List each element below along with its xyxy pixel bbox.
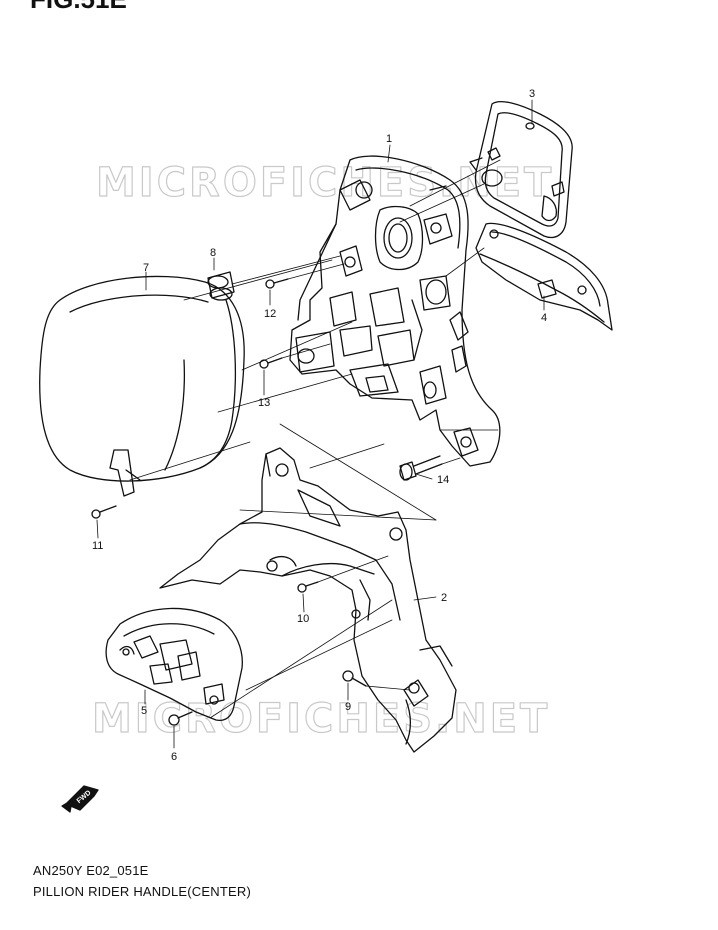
- callout-10: 10: [297, 613, 309, 625]
- part-10-screw: [297, 581, 319, 593]
- callout-leaders: [96, 99, 545, 749]
- part-11-screw: [91, 505, 117, 519]
- part-5-rear-cover: [105, 607, 243, 722]
- part-4-side-cover: [475, 222, 613, 331]
- part-3-panel-cover: [469, 100, 573, 239]
- callout-8: 8: [210, 247, 216, 259]
- callout-11: 11: [92, 540, 103, 552]
- assembly-guide-lines: [129, 159, 501, 719]
- callout-14: 14: [437, 474, 449, 486]
- part-14-bolt: [399, 455, 443, 481]
- callout-9: 9: [345, 701, 351, 713]
- callout-6: 6: [171, 751, 177, 763]
- part-8-grommet: [207, 271, 235, 301]
- callout-1: 1: [386, 133, 392, 145]
- part-13-screw: [259, 357, 283, 369]
- callout-12: 12: [264, 308, 276, 320]
- part-12-screw: [265, 278, 289, 289]
- callout-3: 3: [529, 88, 535, 100]
- part-7-backrest-pad: [39, 275, 245, 497]
- figure-code: AN250Y E02_051E: [33, 863, 149, 878]
- part-1-handle-bracket: [289, 155, 501, 467]
- watermark-bottom: MICROFICHES.NET: [92, 696, 550, 742]
- figure-caption: PILLION RIDER HANDLE(CENTER): [33, 884, 251, 899]
- part-2-mounting-frame: [159, 447, 457, 753]
- part-9-screw: [342, 670, 367, 687]
- callout-5: 5: [141, 705, 147, 717]
- callout-7: 7: [143, 262, 149, 274]
- part-6-screw: [168, 711, 193, 726]
- callout-13: 13: [258, 397, 270, 409]
- figure-title: FIG.51E: [30, 0, 127, 15]
- fwd-arrow-icon: [61, 785, 99, 813]
- callout-2: 2: [441, 592, 447, 604]
- callout-4: 4: [541, 312, 547, 324]
